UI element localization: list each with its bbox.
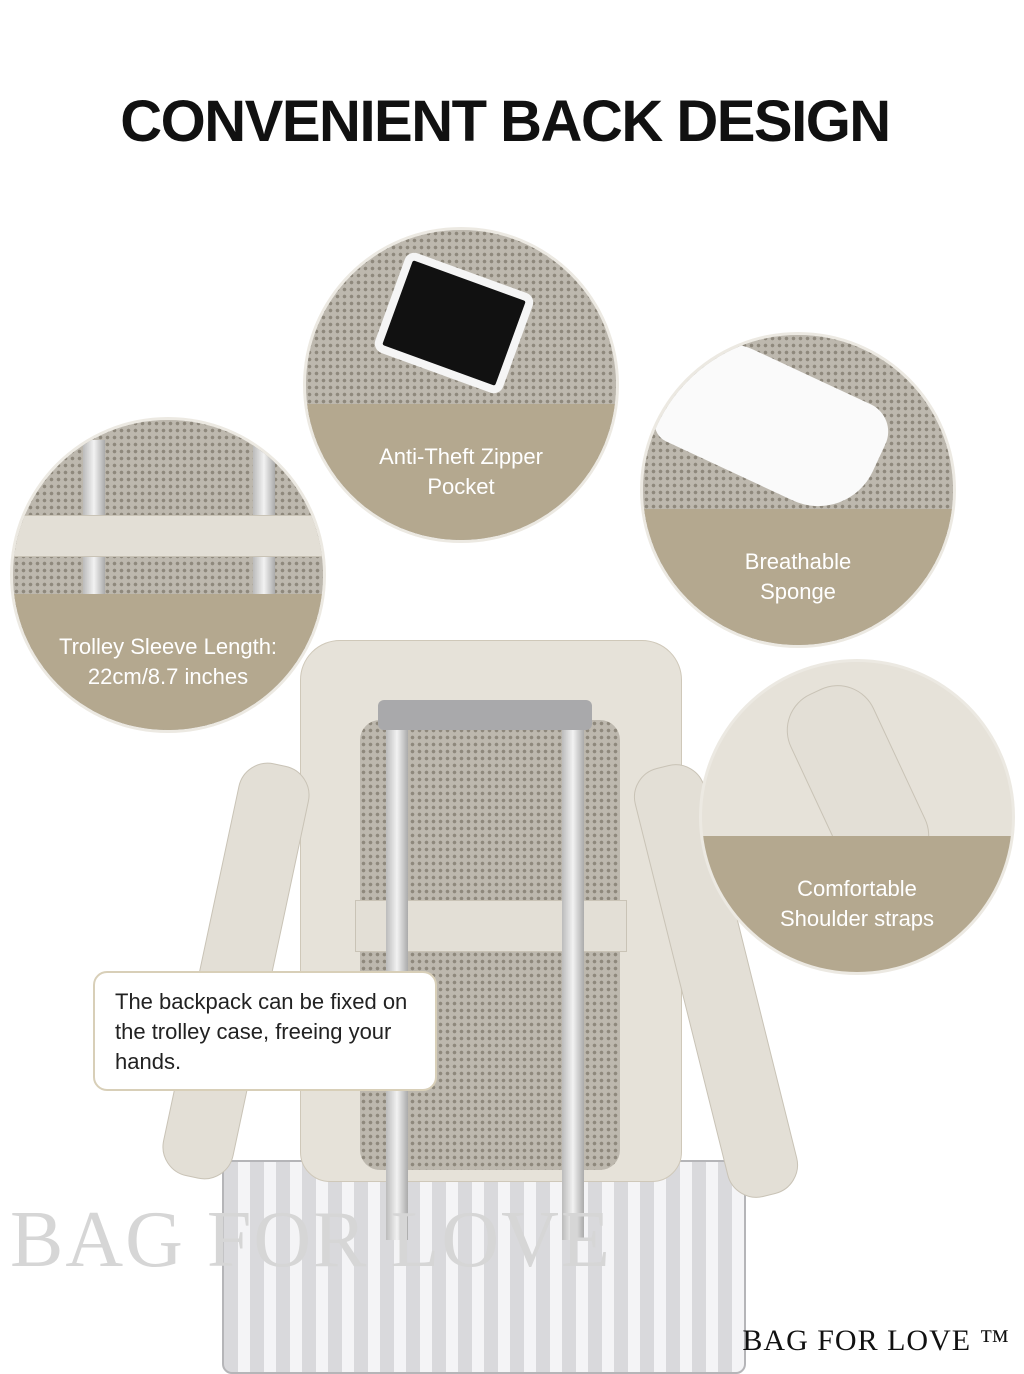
feature-label-line2: Sponge [760,578,836,604]
feature-label: Trolley Sleeve Length: [58,633,278,659]
brand-logo: BAG FOR LOVE ™ [742,1324,1010,1357]
feature-label-line2: 22cm/8.7 inches [87,663,249,689]
trolley-pole-right [562,720,584,1240]
sleeve-detail [13,515,323,557]
watermark: BAG FOR LOVE [10,1196,612,1284]
suitcase [222,1160,746,1374]
feature-label-line2: Pocket [427,473,495,499]
headline: CONVENIENT BACK DESIGN [120,89,891,154]
feature-label: Breathable [744,548,852,574]
callout-bubble: The backpack can be fixed on the trolley… [93,971,437,1091]
feature-label: Comfortable [797,875,917,901]
feature-label: Anti-Theft Zipper [379,443,543,469]
trolley-handle [378,700,592,730]
feature-label-line2: Shoulder straps [779,905,935,931]
feature-trolley-sleeve: Trolley Sleeve Length: 22cm/8.7 inches [13,420,323,730]
